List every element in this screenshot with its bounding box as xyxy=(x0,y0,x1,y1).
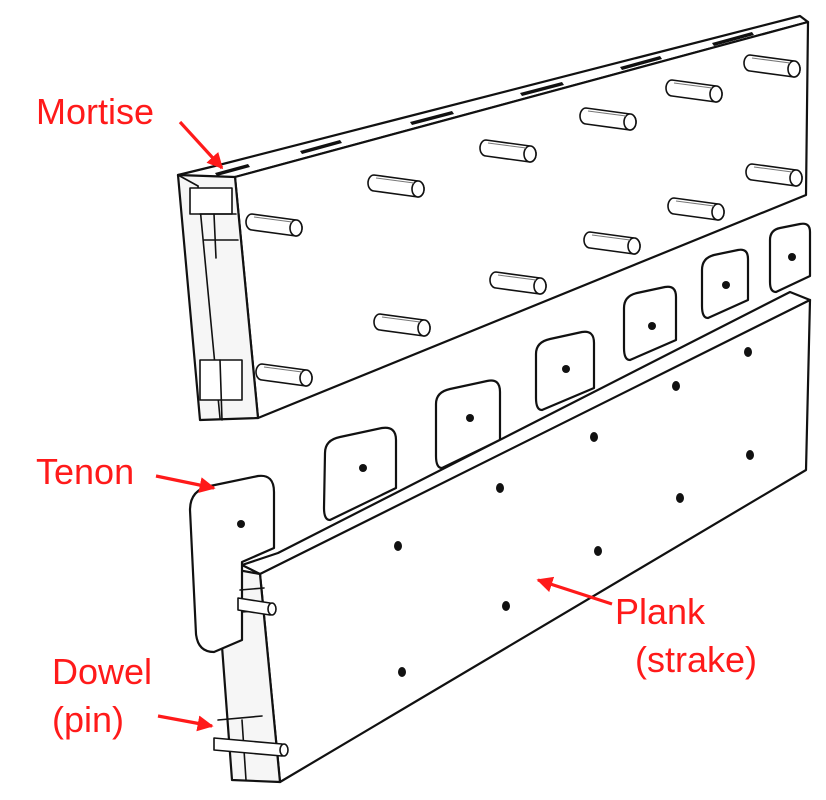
mortise-label: Mortise xyxy=(36,91,154,132)
dowel-arrow xyxy=(157,714,214,732)
mortise-arrow xyxy=(178,120,224,170)
lower-plank xyxy=(188,222,812,784)
dowel-label-line2: (pin) xyxy=(52,699,124,740)
plank-label-line1: Plank xyxy=(615,591,706,632)
upper-plank xyxy=(176,14,810,422)
plank-label-line2: (strake) xyxy=(635,639,757,680)
mortise-slots xyxy=(215,32,754,176)
dowel-label-line1: Dowel xyxy=(52,651,152,692)
plank-arrow xyxy=(536,576,613,606)
label-mortise: Mortise xyxy=(36,91,224,170)
lower-end-pins xyxy=(213,597,289,757)
label-plank: Plank (strake) xyxy=(536,576,757,680)
label-tenon: Tenon xyxy=(36,451,216,493)
dowel-holes xyxy=(394,347,754,677)
tenon-label: Tenon xyxy=(36,451,134,492)
label-dowel: Dowel (pin) xyxy=(52,651,214,740)
tenons xyxy=(322,222,812,522)
tenon-arrow xyxy=(155,474,216,493)
